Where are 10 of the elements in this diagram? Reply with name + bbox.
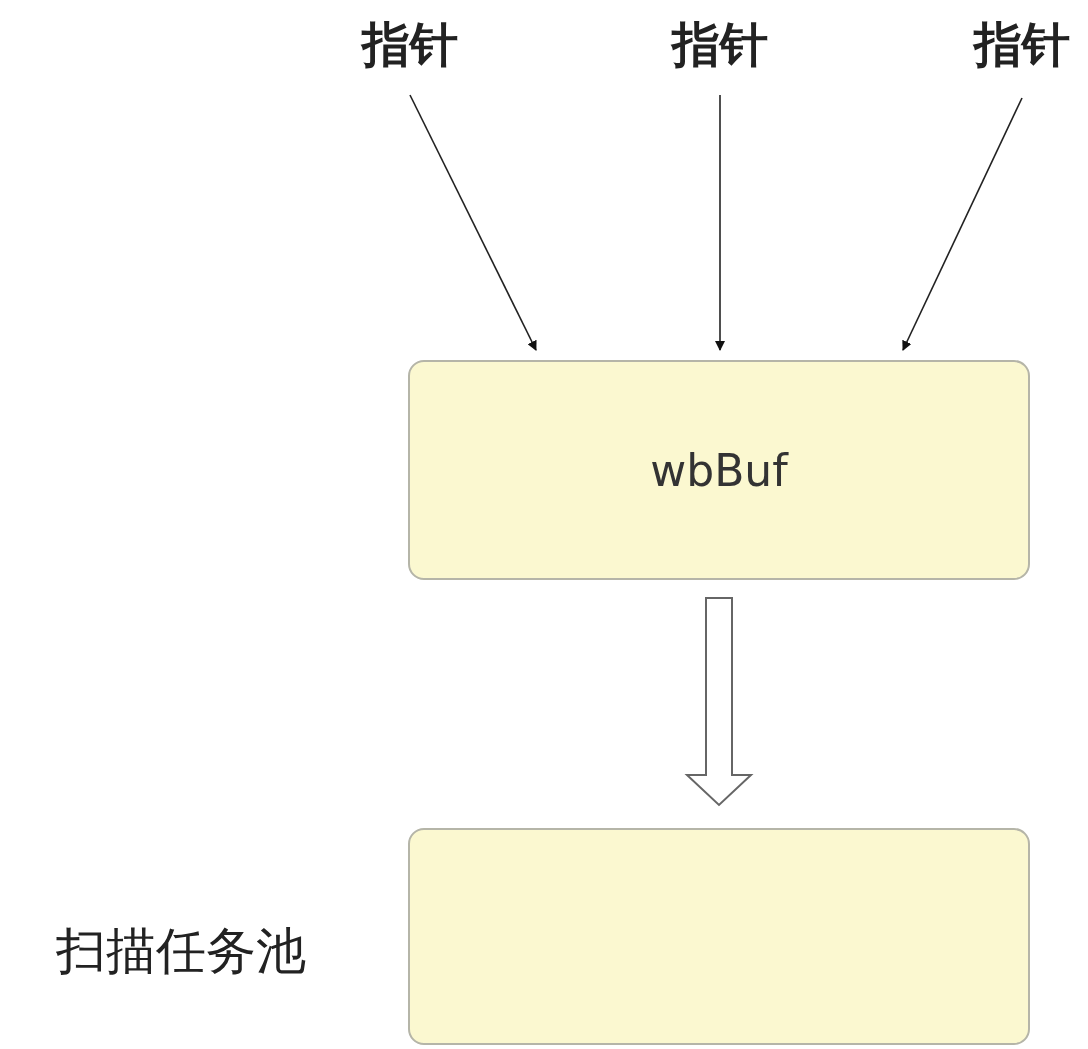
arrow (409, 94, 537, 351)
box-label: wbBuf (650, 444, 788, 496)
process-box (408, 360, 1030, 580)
arrow (902, 97, 1023, 351)
box-caption: 扫描任务池 (56, 921, 306, 982)
pointer-label: 指针 (362, 15, 458, 74)
arrow (715, 94, 725, 351)
pointer-label: 指针 (974, 15, 1070, 74)
hollow-arrow (684, 597, 754, 807)
pointer-label: 指针 (672, 15, 768, 74)
